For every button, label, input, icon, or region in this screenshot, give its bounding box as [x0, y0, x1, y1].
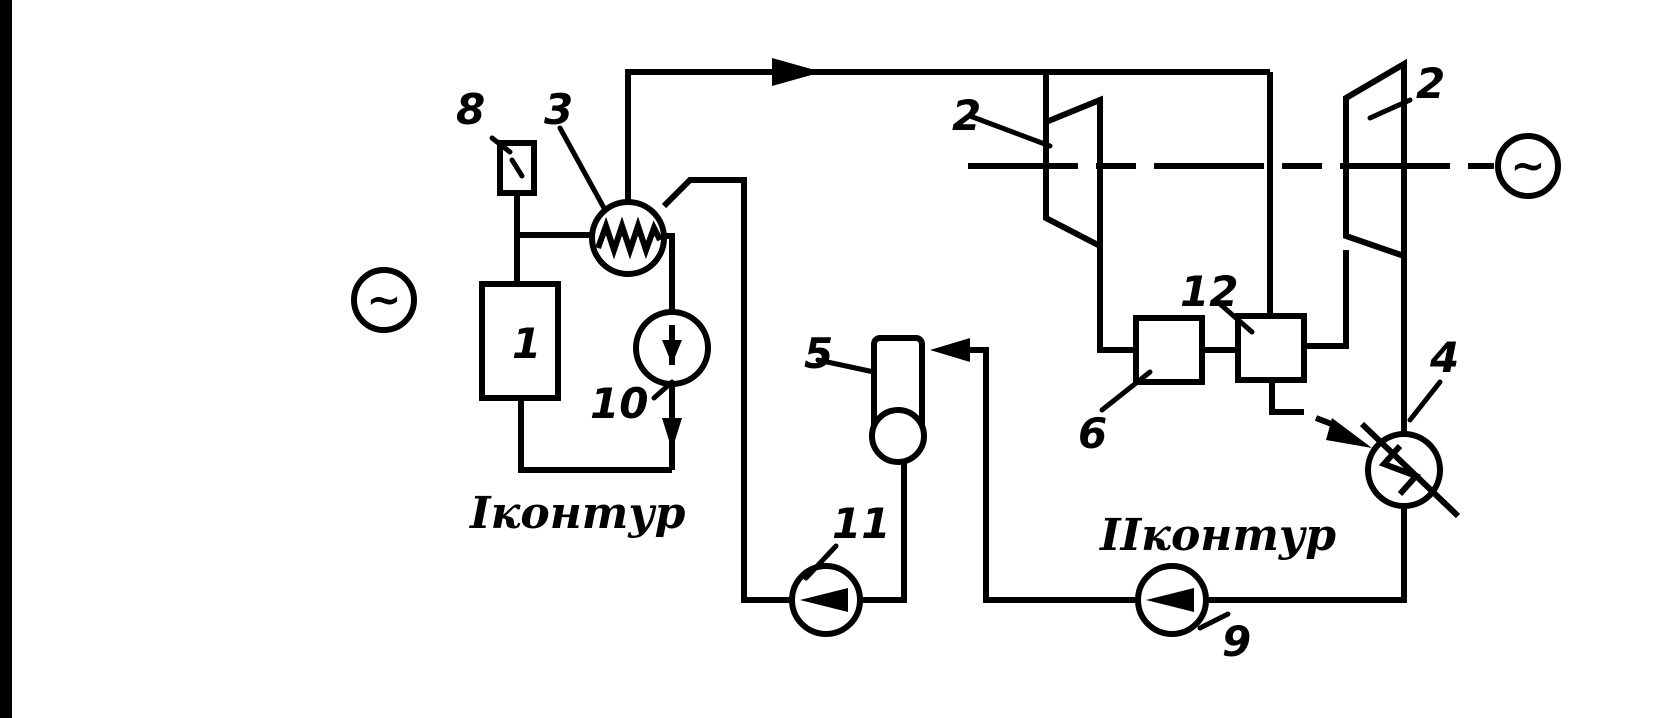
reheater-drain-line — [1269, 380, 1304, 415]
primary-flow-arrow-icon — [662, 418, 682, 450]
label-pressurizer: 8 — [456, 85, 485, 134]
main-steam-line — [625, 69, 1270, 202]
primary-return-leg — [664, 233, 675, 330]
feed-pump-arrow-icon — [800, 588, 848, 612]
deaerator-inlet-arrow-icon — [930, 338, 970, 362]
steam-flow-arrow-icon — [772, 58, 822, 86]
label-lp-turbine: 2 — [1416, 59, 1445, 108]
secondary-contour-label: IIконтур — [1098, 510, 1336, 561]
condensate-line — [1208, 506, 1407, 603]
condensate-pump-arrow-icon — [1146, 588, 1194, 612]
lp-inlet-line — [1304, 250, 1349, 349]
label-separator: 6 — [1078, 409, 1107, 458]
feed-line-return — [661, 177, 792, 603]
condenser-cooling-line — [1359, 421, 1461, 519]
drain-arrow-icon — [1326, 418, 1372, 448]
label-hp-turbine: 2 — [952, 91, 981, 140]
generator-circle — [1495, 133, 1561, 199]
steam-generator-coil — [595, 216, 663, 260]
deaerator-drum — [869, 407, 927, 465]
primary-contour-label: Iконтур — [468, 488, 686, 539]
condensate-to-deaerator — [940, 347, 1138, 603]
label-deaerator: 5 — [804, 329, 833, 378]
label-reactor: 1 — [512, 319, 541, 368]
primary-cold-leg — [518, 398, 672, 473]
label-circulation-pump: 10 — [590, 379, 648, 428]
generator-symbol-left — [351, 267, 417, 333]
feed-line-down — [862, 462, 907, 603]
label-condensate-pump: 9 — [1222, 617, 1251, 666]
generator-symbol-icon: ~ — [1510, 141, 1545, 190]
generator-symbol-left-icon: ~ — [366, 275, 401, 324]
lp-turbine — [1343, 58, 1407, 261]
label-steam-generator: 3 — [544, 85, 573, 134]
label-reheater: 12 — [1180, 267, 1238, 316]
left-border — [0, 0, 12, 718]
hp-exhaust-line — [1097, 246, 1136, 353]
label-condenser: 4 — [1429, 333, 1459, 382]
hp-turbine — [1043, 95, 1103, 251]
label-feed-pump: 11 — [832, 499, 890, 548]
